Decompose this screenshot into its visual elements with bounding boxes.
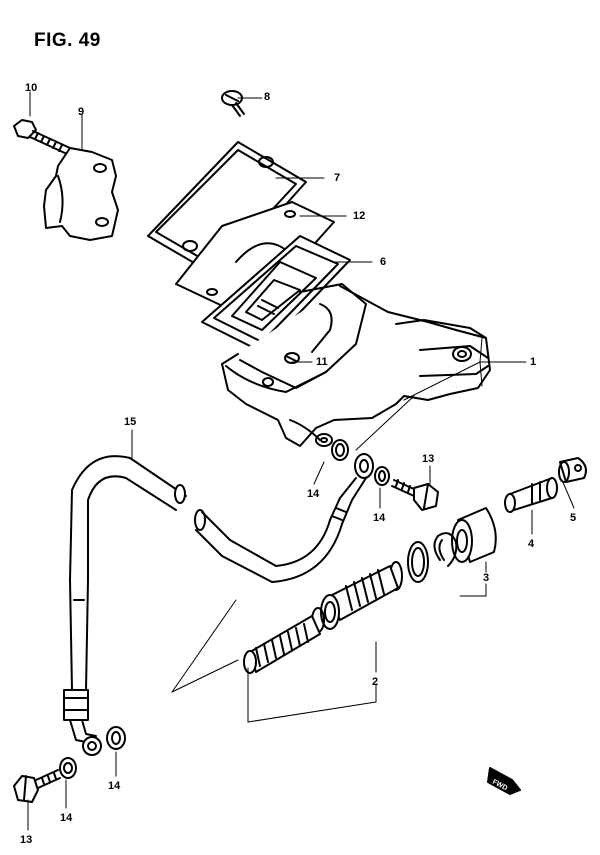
bracket-lines [27, 91, 575, 831]
callout-10: 10 [25, 82, 38, 94]
figure-title: FIG. 49 [34, 30, 101, 51]
callout-9: 9 [78, 106, 85, 118]
boot-3 [451, 507, 497, 563]
washer-14-upper [331, 439, 349, 461]
callout-8: 8 [264, 91, 271, 103]
diaphragm-plate-12 [175, 201, 335, 319]
piston-assembly-2 [243, 561, 403, 674]
master-cylinder-body-1 [221, 283, 491, 447]
union-bolt-13-upper [391, 479, 439, 511]
callout-13-upper: 13 [422, 453, 435, 465]
fwd-arrow-icon [487, 767, 521, 795]
clamp-9 [43, 147, 119, 241]
callout-14-lower-right: 14 [108, 780, 121, 792]
brake-hose-15 [63, 453, 374, 756]
screw-8 [221, 90, 245, 117]
clevis-5 [558, 457, 587, 483]
callout-14-lower-left: 14 [60, 812, 73, 824]
push-rod-4 [504, 477, 558, 513]
union-bolt-13-lower [13, 769, 61, 803]
callout-11: 11 [316, 356, 328, 368]
screw-11 [284, 352, 300, 364]
bolt-10 [13, 119, 71, 155]
callout-13-lower: 13 [20, 834, 33, 846]
circlip-3 [433, 532, 458, 567]
callout-15: 15 [124, 416, 137, 428]
callout-5: 5 [570, 512, 577, 524]
callout-1: 1 [530, 356, 537, 368]
washer-14-mid [374, 466, 390, 486]
callout-14-mid: 14 [373, 512, 386, 524]
callout-4: 4 [528, 538, 535, 550]
callout-6: 6 [380, 256, 387, 268]
callout-2: 2 [372, 676, 379, 688]
callout-3: 3 [483, 572, 490, 584]
callout-12: 12 [353, 210, 366, 222]
seal-ring-2 [407, 541, 429, 583]
callout-14-upper: 14 [307, 488, 320, 500]
washer-14-lower-left [59, 757, 77, 779]
callout-7: 7 [334, 172, 341, 184]
washer-14-lower-right [106, 726, 126, 750]
